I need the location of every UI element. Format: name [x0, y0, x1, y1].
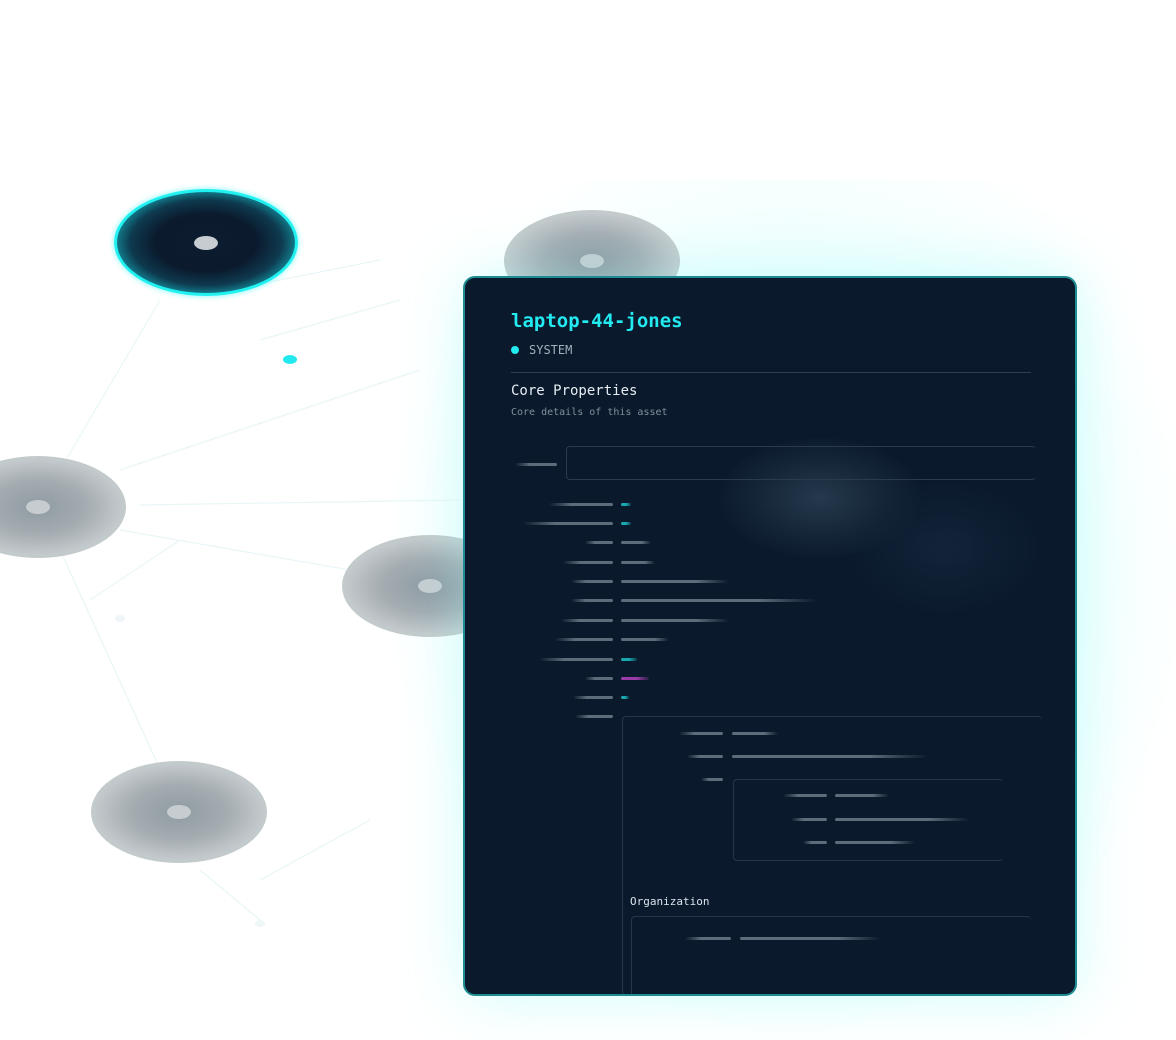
node-center-icon: [167, 805, 191, 819]
field-label-placeholder: [571, 599, 613, 602]
field-label-placeholder: [585, 541, 613, 544]
asset-detail-panel: laptop-44-jones SYSTEM Core Properties C…: [463, 276, 1077, 996]
nested-object-group: [733, 779, 1003, 861]
field-label-placeholder: [539, 658, 613, 661]
header-divider: [511, 372, 1031, 373]
field-value-placeholder: [621, 638, 669, 641]
node-center-icon: [418, 579, 442, 593]
node-center-icon: [580, 254, 604, 268]
field-label-placeholder: [791, 818, 827, 821]
field-value-placeholder: [621, 522, 631, 525]
field-value-placeholder: [621, 619, 729, 622]
node-center-icon: [26, 500, 50, 514]
graph-node-selected[interactable]: [114, 189, 298, 296]
field-label-placeholder: [685, 937, 731, 940]
field-label-placeholder: [575, 715, 613, 718]
graph-edge-marker: [115, 615, 125, 622]
panel-ghost-shadow: [845, 478, 1045, 618]
field-value-placeholder: [621, 580, 729, 583]
field-label-placeholder: [585, 677, 613, 680]
field-value-placeholder: [732, 755, 928, 758]
field-tag-placeholder: [621, 677, 649, 680]
field-value-placeholder: [835, 818, 969, 821]
field-label-placeholder: [515, 463, 557, 466]
graph-edge-marker: [283, 355, 297, 364]
nested-object-group: [622, 716, 1042, 994]
property-input[interactable]: [566, 446, 1036, 480]
field-label-placeholder: [549, 503, 613, 506]
status-dot-icon: [511, 346, 519, 354]
field-label-placeholder: [573, 696, 613, 699]
field-value-placeholder: [732, 732, 778, 735]
field-value-placeholder: [835, 794, 889, 797]
field-label-placeholder: [701, 778, 723, 781]
field-label-placeholder: [563, 561, 613, 564]
field-value-placeholder: [740, 937, 880, 940]
field-value-placeholder: [621, 541, 651, 544]
field-label-placeholder: [523, 522, 613, 525]
asset-type-label: SYSTEM: [529, 343, 573, 357]
field-label-placeholder: [687, 755, 723, 758]
section-description: Core details of this asset: [511, 407, 668, 418]
field-label-placeholder: [555, 638, 613, 641]
node-center-icon: [194, 235, 218, 250]
graph-edge-marker: [255, 920, 265, 927]
field-label-placeholder: [783, 794, 827, 797]
nested-object-group: [631, 916, 1031, 994]
field-value-placeholder: [621, 696, 629, 699]
field-label-placeholder: [571, 580, 613, 583]
field-label-placeholder: [561, 619, 613, 622]
graph-node[interactable]: [91, 761, 267, 863]
field-value-placeholder: [621, 658, 637, 661]
section-title: Core Properties: [511, 383, 638, 399]
field-value-placeholder: [621, 561, 655, 564]
asset-name: laptop-44-jones: [511, 310, 683, 332]
field-label-placeholder: [803, 841, 827, 844]
field-value-placeholder: [835, 841, 915, 844]
field-label-placeholder: [679, 732, 723, 735]
graph-edges: [59, 259, 461, 921]
field-value-placeholder: [621, 503, 631, 506]
subsection-title: Organization: [630, 895, 710, 908]
asset-type-badge: SYSTEM: [511, 343, 572, 357]
field-value-placeholder: [621, 599, 817, 602]
